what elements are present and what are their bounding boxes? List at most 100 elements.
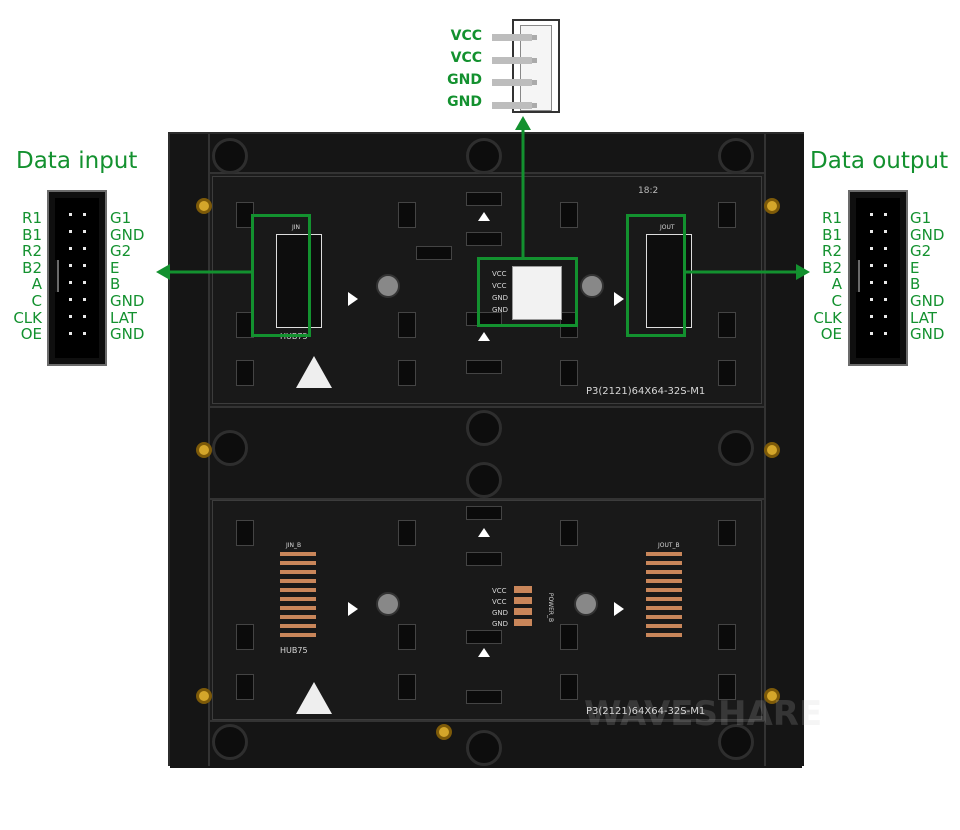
- connector-pin: [884, 264, 887, 267]
- driver-chip: [718, 624, 736, 650]
- connector-pin: [884, 247, 887, 250]
- pin-label: GND: [110, 291, 145, 310]
- driver-chip: [560, 520, 578, 546]
- highlight-jin: [251, 214, 311, 337]
- connector-pin: [870, 213, 873, 216]
- driver-chip: [398, 520, 416, 546]
- gold-screw: [196, 198, 212, 214]
- gold-screw: [764, 442, 780, 458]
- power-pin: [492, 57, 532, 64]
- pin-label: CLK: [13, 308, 42, 327]
- driver-chip: [718, 202, 736, 228]
- connector-pin: [83, 332, 86, 335]
- driver-chip: [236, 624, 254, 650]
- signal-arrow-icon: [478, 332, 490, 341]
- onboard-power-connector: [512, 266, 562, 320]
- driver-chip: [560, 202, 578, 228]
- jin-b-label: JIN_B: [286, 542, 302, 549]
- driver-chip: [718, 520, 736, 546]
- driver-chip: [560, 360, 578, 386]
- driver-chip: [236, 674, 254, 700]
- power-labels: VCC VCC GND GND: [430, 25, 482, 113]
- connector-pin: [884, 230, 887, 233]
- power-label-vcc-1: VCC: [450, 28, 482, 44]
- highlight-power: [477, 257, 578, 327]
- decoder-chip: [466, 506, 502, 520]
- power-pin: [492, 102, 532, 109]
- connector-pin: [870, 281, 873, 284]
- pin-label: B: [110, 275, 121, 294]
- data-output-connector: [848, 190, 908, 366]
- pin-label: G1: [110, 209, 132, 227]
- signal-arrow-icon: [348, 292, 358, 306]
- connector-pin: [870, 230, 873, 233]
- pin-label: B1: [22, 225, 42, 244]
- power-label-gnd-1: GND: [447, 72, 482, 88]
- connector-pin: [69, 264, 72, 267]
- connector-pin: [870, 332, 873, 335]
- connector-pin: [69, 298, 72, 301]
- data-output-title: Data output: [810, 148, 949, 174]
- connector-pin: [870, 315, 873, 318]
- connector-pin: [83, 213, 86, 216]
- connector-pin: [884, 315, 887, 318]
- power-arrow-icon: [515, 116, 531, 130]
- onboard-power-gnd-2: GND: [492, 306, 509, 314]
- pin-label: GND: [910, 325, 945, 344]
- pin-label: E: [110, 258, 120, 277]
- pin-label: B1: [822, 225, 842, 244]
- pin-label: CLK: [813, 308, 842, 327]
- decoder-chip: [466, 192, 502, 206]
- data-output-right-pins: G1 GND G2 E B GND LAT GND: [910, 210, 944, 343]
- connector-pin: [69, 315, 72, 318]
- bottom-power-gnd-2: GND: [492, 620, 509, 628]
- connector-pin: [69, 230, 72, 233]
- connector-pin: [69, 281, 72, 284]
- jout-b-label: JOUT_B: [658, 542, 680, 549]
- pin-label: OE: [820, 325, 842, 344]
- capacitor: [376, 592, 400, 616]
- bottom-power-labels: VCC VCC GND GND: [492, 586, 508, 630]
- driver-chip: [236, 360, 254, 386]
- pin-label: B2: [822, 258, 842, 277]
- driver-chip: [718, 360, 736, 386]
- decoder-chip: [466, 630, 502, 644]
- mount-hole: [718, 724, 754, 760]
- connector-pin: [870, 247, 873, 250]
- signal-arrow-icon: [478, 648, 490, 657]
- connector-pin: [884, 281, 887, 284]
- capacitor: [376, 274, 400, 298]
- data-input-left-pins: R1 B1 R2 B2 A C CLK OE: [6, 210, 42, 343]
- pin-label: OE: [20, 325, 42, 344]
- pin-label: C: [31, 291, 42, 310]
- gold-screw: [196, 442, 212, 458]
- pin-label: G1: [910, 209, 932, 227]
- signal-arrow-icon: [478, 212, 490, 221]
- connector-pin: [884, 213, 887, 216]
- pin-label: R1: [22, 209, 42, 227]
- bottom-power-vcc-1: VCC: [492, 587, 507, 595]
- driver-chip: [398, 360, 416, 386]
- driver-chip: [560, 674, 578, 700]
- connector-pin: [69, 213, 72, 216]
- decoder-chip: [466, 232, 502, 246]
- capacitor: [580, 274, 604, 298]
- decoder-chip: [466, 552, 502, 566]
- connector-pin: [83, 281, 86, 284]
- connector-pin: [83, 298, 86, 301]
- input-arrow-icon: [156, 264, 170, 280]
- pin-label: B: [910, 275, 921, 294]
- pin-label: GND: [910, 291, 945, 310]
- pin-label: GND: [910, 225, 945, 244]
- driver-chip: [398, 674, 416, 700]
- mount-hole: [466, 730, 502, 766]
- driver-chip: [398, 624, 416, 650]
- power-pin: [492, 79, 532, 86]
- led-module-board: JIN HUB75 JOUT 18:2 P3(2121)64X64-32S-M1…: [168, 132, 822, 768]
- pin-label: B2: [22, 258, 42, 277]
- mount-hole: [466, 462, 502, 498]
- decoder-chip: [416, 246, 452, 260]
- jout-b-pads: [646, 552, 682, 642]
- gold-screw: [436, 724, 452, 740]
